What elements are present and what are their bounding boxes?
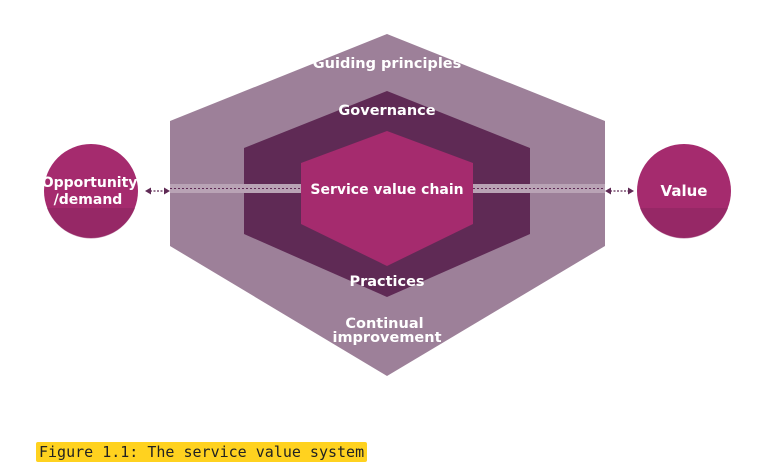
opportunity-line-1: Opportunity (42, 175, 138, 191)
continual-improvement-label: Continual improvement (332, 316, 441, 346)
opportunity-connector-arrow (145, 187, 170, 195)
practices-label: Practices (349, 274, 424, 290)
opportunity-demand-label: Opportunity /demand (42, 175, 143, 208)
continual-improvement-line-2: improvement (332, 330, 441, 346)
continual-improvement-line-1: Continual (345, 316, 423, 332)
service-value-chain-label: Service value chain (310, 182, 463, 198)
opportunity-demand-circle (44, 144, 138, 239)
guiding-principles-label: Guiding principles (313, 56, 462, 72)
output-pipe (473, 184, 605, 193)
service-value-chain-hexagon (301, 131, 473, 266)
value-connector-arrow (605, 187, 634, 195)
input-pipe (170, 184, 301, 193)
figure-caption: Figure 1.1: The service value system (36, 442, 368, 462)
opportunity-line-2: /demand (54, 192, 123, 208)
value-label: Value (661, 182, 708, 200)
governance-label: Governance (338, 103, 435, 119)
value-circle (637, 144, 731, 239)
